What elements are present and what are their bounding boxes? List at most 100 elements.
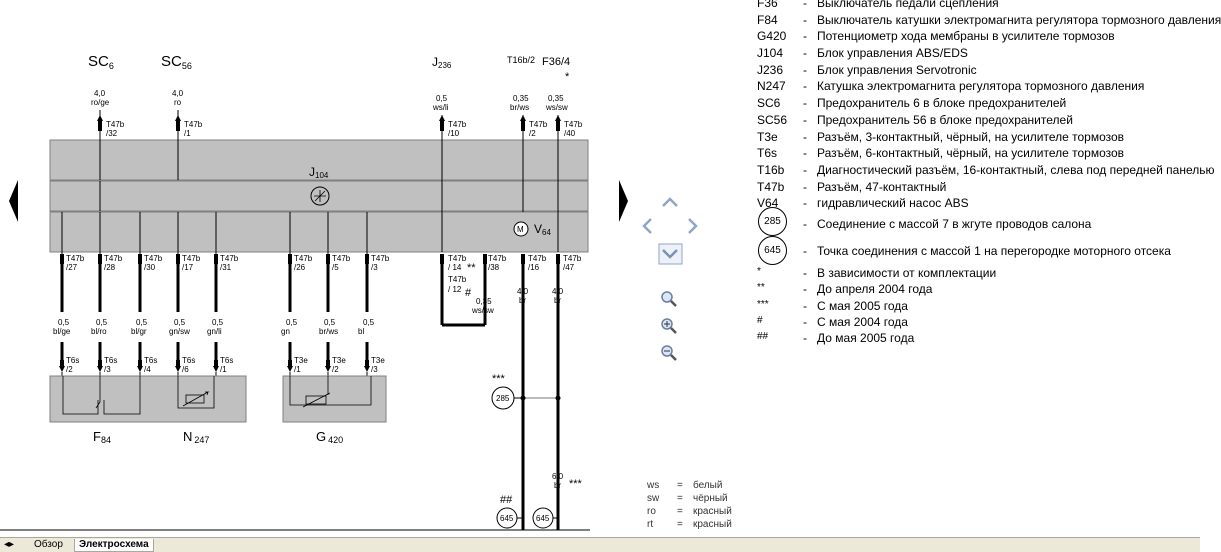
legend-code: J104 [757,46,784,61]
legend-code: F36 [757,0,778,10]
f84-label: F84 [93,429,111,445]
pan-left-button[interactable] [642,218,652,234]
svg-text:ws/sw: ws/sw [471,306,494,315]
pin-marker [138,254,142,264]
svg-text:#: # [465,287,472,299]
module-j104-bottom [49,211,589,253]
sc6-color: ro/ge [91,98,110,107]
legend-desc: Выключатель катушки электромагнита регул… [817,12,1221,27]
svg-text:0,35: 0,35 [476,297,492,306]
tab-prev-icon[interactable]: ◂▸ [4,539,15,550]
zoom-in-icon[interactable] [661,318,677,334]
control-unit-symbol-mark [314,190,326,202]
wire-label: /26 [294,263,306,272]
legend-desc: Диагностический разъём, 16-контактный, с… [817,162,1215,177]
motor-letter: M [517,225,524,234]
svg-text:6,0: 6,0 [552,472,564,481]
component-internal-lines [62,376,372,415]
legend-row: N247-Катушка электромагнита регулятора т… [757,79,1200,96]
legend-code: T16b [757,162,785,177]
legend-row: V64-гидравлический насос ABS [757,196,1200,213]
motor-v64-symbol [513,221,529,237]
t16b-gauge: 0,35 [513,94,529,103]
pan-right-button[interactable] [688,218,698,234]
legend-code: J236 [757,62,784,77]
legend-row: F84-Выключатель катушки электромагнита р… [757,12,1221,30]
wire-label: /3 [371,365,378,374]
prev-page-arrow[interactable] [9,180,18,222]
legend-dash: - [803,112,807,127]
legend-dash: - [803,29,807,44]
bottom-wires: T47b/270,5bl/geT6s/2T47b/280,5bl/roT6s/3… [53,212,390,376]
pan-up-button[interactable] [662,197,678,207]
wire-label: T6s [66,356,79,365]
ground-point-icon: 285 [758,206,787,236]
legend-dash: - [803,79,807,94]
svg-text:285: 285 [496,394,510,403]
sc6-gauge: 4,0 [94,89,106,98]
wire-label: bl [358,327,364,336]
sc56-label: SC56 [161,53,192,71]
sc6-pin: T47b [106,120,125,129]
legend-row: J104-Блок управления ABS/EDS [757,46,1200,63]
pan-down-button[interactable] [658,243,683,265]
legend-code: T3e [757,129,778,144]
svg-text:T47b: T47b [528,254,547,263]
svg-text:T47b: T47b [448,254,467,263]
wire-label: T3e [332,356,346,365]
svg-text:br: br [554,481,561,490]
legend-row: G420-Потенциометр хода мембраны в усилит… [757,29,1200,46]
component-f84-n247-box [49,375,247,423]
j236-label: J236 [432,55,452,70]
wire-label: /30 [144,263,156,272]
legend-circle-row: 285-Соединение с массой 7 в жгуте провод… [757,206,1200,240]
legend-desc: гидравлический насос ABS [817,196,969,211]
f36-label: F36/4 [542,56,570,68]
pin-marker [98,254,102,264]
component-g420-box [282,375,387,423]
legend-dash: - [803,162,807,177]
legend-note-row: ***-С мая 2005 года [757,298,908,313]
wire-label: 0,5 [324,318,336,327]
svg-text:***: *** [492,373,506,385]
wire-label: T47b [332,254,351,263]
svg-text:/ 14: / 14 [448,263,462,272]
j236-gauge: 0,5 [436,94,448,103]
wire-label: T3e [371,356,385,365]
legend-note-row: ##-До мая 2005 года [757,331,915,346]
wire-label: T6s [144,356,157,365]
next-page-arrow[interactable] [619,180,628,222]
svg-text:***: *** [569,478,583,490]
j236-color: ws/li [432,103,449,112]
legend-desc: Катушка электромагнита регулятора тормоз… [817,79,1145,94]
wire-label: br/ws [319,327,338,336]
legend-code: F84 [757,12,778,27]
tab-overview[interactable]: Обзор [34,539,63,550]
wire-label: T6s [220,356,233,365]
sc6-label: SC6 [88,53,114,71]
legend-desc: Предохранитель 6 в блоке предохранителей [817,96,1067,111]
tab-bar: ◂▸ Обзор Электросхема [0,537,1200,552]
zoom-out-icon[interactable] [661,345,677,361]
zoom-fit-icon[interactable] [661,291,677,307]
pin-marker [365,254,369,264]
wire-label: /6 [182,365,189,374]
color-key-row: ro=красный [647,506,732,517]
t16b-color: br/ws [510,103,529,112]
legend-desc: Предохранитель 56 в блоке предохранителе… [817,112,1073,127]
wire-label: bl/gr [131,327,147,336]
legend-row: J236-Блок управления Servotronic [757,63,1200,80]
svg-text:4,0: 4,0 [552,287,564,296]
legend-desc: Разъём, 47-контактный [817,179,947,194]
wire-label: 0,5 [174,318,186,327]
sc6-pin-num: /32 [106,129,118,138]
sc56-color: ro [174,98,182,107]
wire-label: /2 [332,365,339,374]
legend-row: T47b-Разъём, 47-контактный [757,180,1200,197]
wire-label: T47b [182,254,201,263]
wire-label: /4 [144,365,151,374]
legend-dash: - [803,196,807,211]
tab-scheme[interactable]: Электросхема [74,539,154,552]
